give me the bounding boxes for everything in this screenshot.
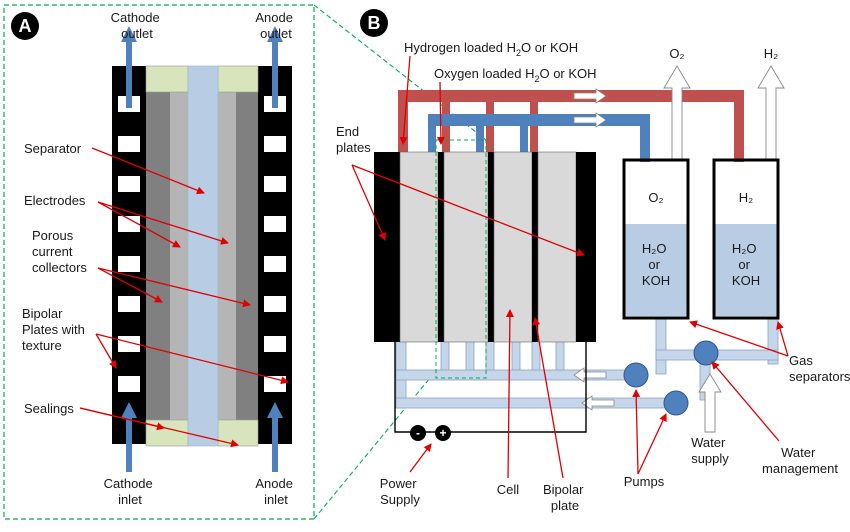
- h2-outlet-label: H₂: [764, 46, 778, 61]
- anode-inlet-arrow: [267, 402, 283, 472]
- power-supply: - +: [394, 342, 587, 441]
- cell-compartment: [493, 151, 533, 343]
- minus-sign: -: [416, 426, 420, 440]
- water-pipe-upper-return: [395, 369, 647, 381]
- panel-a-frame: [3, 4, 315, 520]
- panel-b-letter: B: [368, 13, 381, 33]
- pumps: [623, 340, 719, 416]
- bottom-left-sealing: [145, 419, 189, 447]
- porous-collectors-label: Porous current collectors: [32, 228, 87, 275]
- gas-separators-label: Gas separators: [789, 353, 850, 384]
- bipolar-plate: [532, 152, 538, 342]
- panel-a-badge: A: [11, 12, 39, 40]
- left-bipolar-plate: [112, 66, 146, 444]
- cathode-inlet-label: Cathode inlet: [104, 476, 157, 507]
- water-supply-label: Water supply: [691, 435, 729, 466]
- panel-a-pointers: [79, 147, 289, 448]
- left-electrode: [170, 92, 188, 420]
- right-bipolar-plate: [258, 66, 292, 444]
- water-supply-arrow: [698, 373, 722, 433]
- h2-tank-liquid: H₂O or KOH: [732, 241, 760, 288]
- cathode-outlet-arrow: [121, 26, 137, 108]
- electrodes-label: Electrodes: [24, 193, 86, 208]
- positive-terminal: [435, 425, 451, 441]
- pump-2: [663, 390, 689, 416]
- negative-terminal: [410, 425, 426, 441]
- pump-1: [623, 362, 649, 388]
- h2-gas-separator: [712, 158, 780, 320]
- bipolar-plate-label: Bipolar plate: [543, 482, 587, 513]
- o2-outlet-label: O₂: [669, 46, 684, 61]
- power-supply-label: Power Supply: [380, 476, 421, 507]
- hydrogen-loaded-label: Hydrogen loaded H2O or KOH: [404, 40, 578, 58]
- bipolar-plates-label: Bipolar Plates with texture: [22, 306, 89, 353]
- right-current-collector: [236, 92, 258, 420]
- separator-label: Separator: [24, 141, 82, 156]
- plus-sign: +: [439, 426, 446, 440]
- sealings-label: Sealings: [24, 401, 74, 416]
- cell-label: Cell: [497, 482, 520, 497]
- h2-outlet-arrow: [757, 65, 785, 161]
- right-end-plate: [576, 152, 596, 342]
- water-management-label: Water management: [762, 445, 838, 476]
- top-right-sealing: [217, 65, 259, 93]
- gas-outlet-arrows: [663, 65, 785, 161]
- left-current-collector: [146, 92, 170, 420]
- cathode-outlet-label: Cathode outlet: [111, 10, 164, 41]
- top-left-sealing: [145, 65, 189, 93]
- h2-tank-label: H₂: [739, 190, 753, 205]
- o2-gas-separator: [622, 158, 690, 320]
- flow-direction-arrows: [573, 88, 615, 411]
- water-pipe-lower-return: [395, 397, 685, 409]
- zoom-region: [435, 139, 487, 379]
- panel-b-badge: B: [360, 9, 388, 37]
- anode-inlet-label: Anode inlet: [255, 476, 296, 507]
- separator-membrane: [187, 65, 219, 447]
- flow-arrows-a: [121, 26, 283, 472]
- anode-outlet-arrow: [267, 26, 283, 108]
- water-management-pump: [693, 340, 719, 366]
- left-end-plate: [374, 152, 400, 342]
- o2-outlet-arrow: [663, 65, 691, 161]
- pumps-label: Pumps: [624, 474, 665, 489]
- panel-a-letter: A: [19, 16, 32, 36]
- o2-tank-liquid: H₂O or KOH: [642, 241, 670, 288]
- o2-tank-label: O₂: [648, 190, 663, 205]
- panel-b-pointers: [351, 55, 789, 479]
- o2-tank-drain: [655, 317, 667, 375]
- anode-outlet-label: Anode outlet: [255, 10, 296, 41]
- right-electrode: [218, 92, 236, 420]
- end-plates-label: End plates: [336, 124, 371, 155]
- oxygen-loaded-label: Oxygen loaded H2O or KOH: [434, 66, 597, 84]
- cathode-inlet-arrow: [121, 402, 137, 472]
